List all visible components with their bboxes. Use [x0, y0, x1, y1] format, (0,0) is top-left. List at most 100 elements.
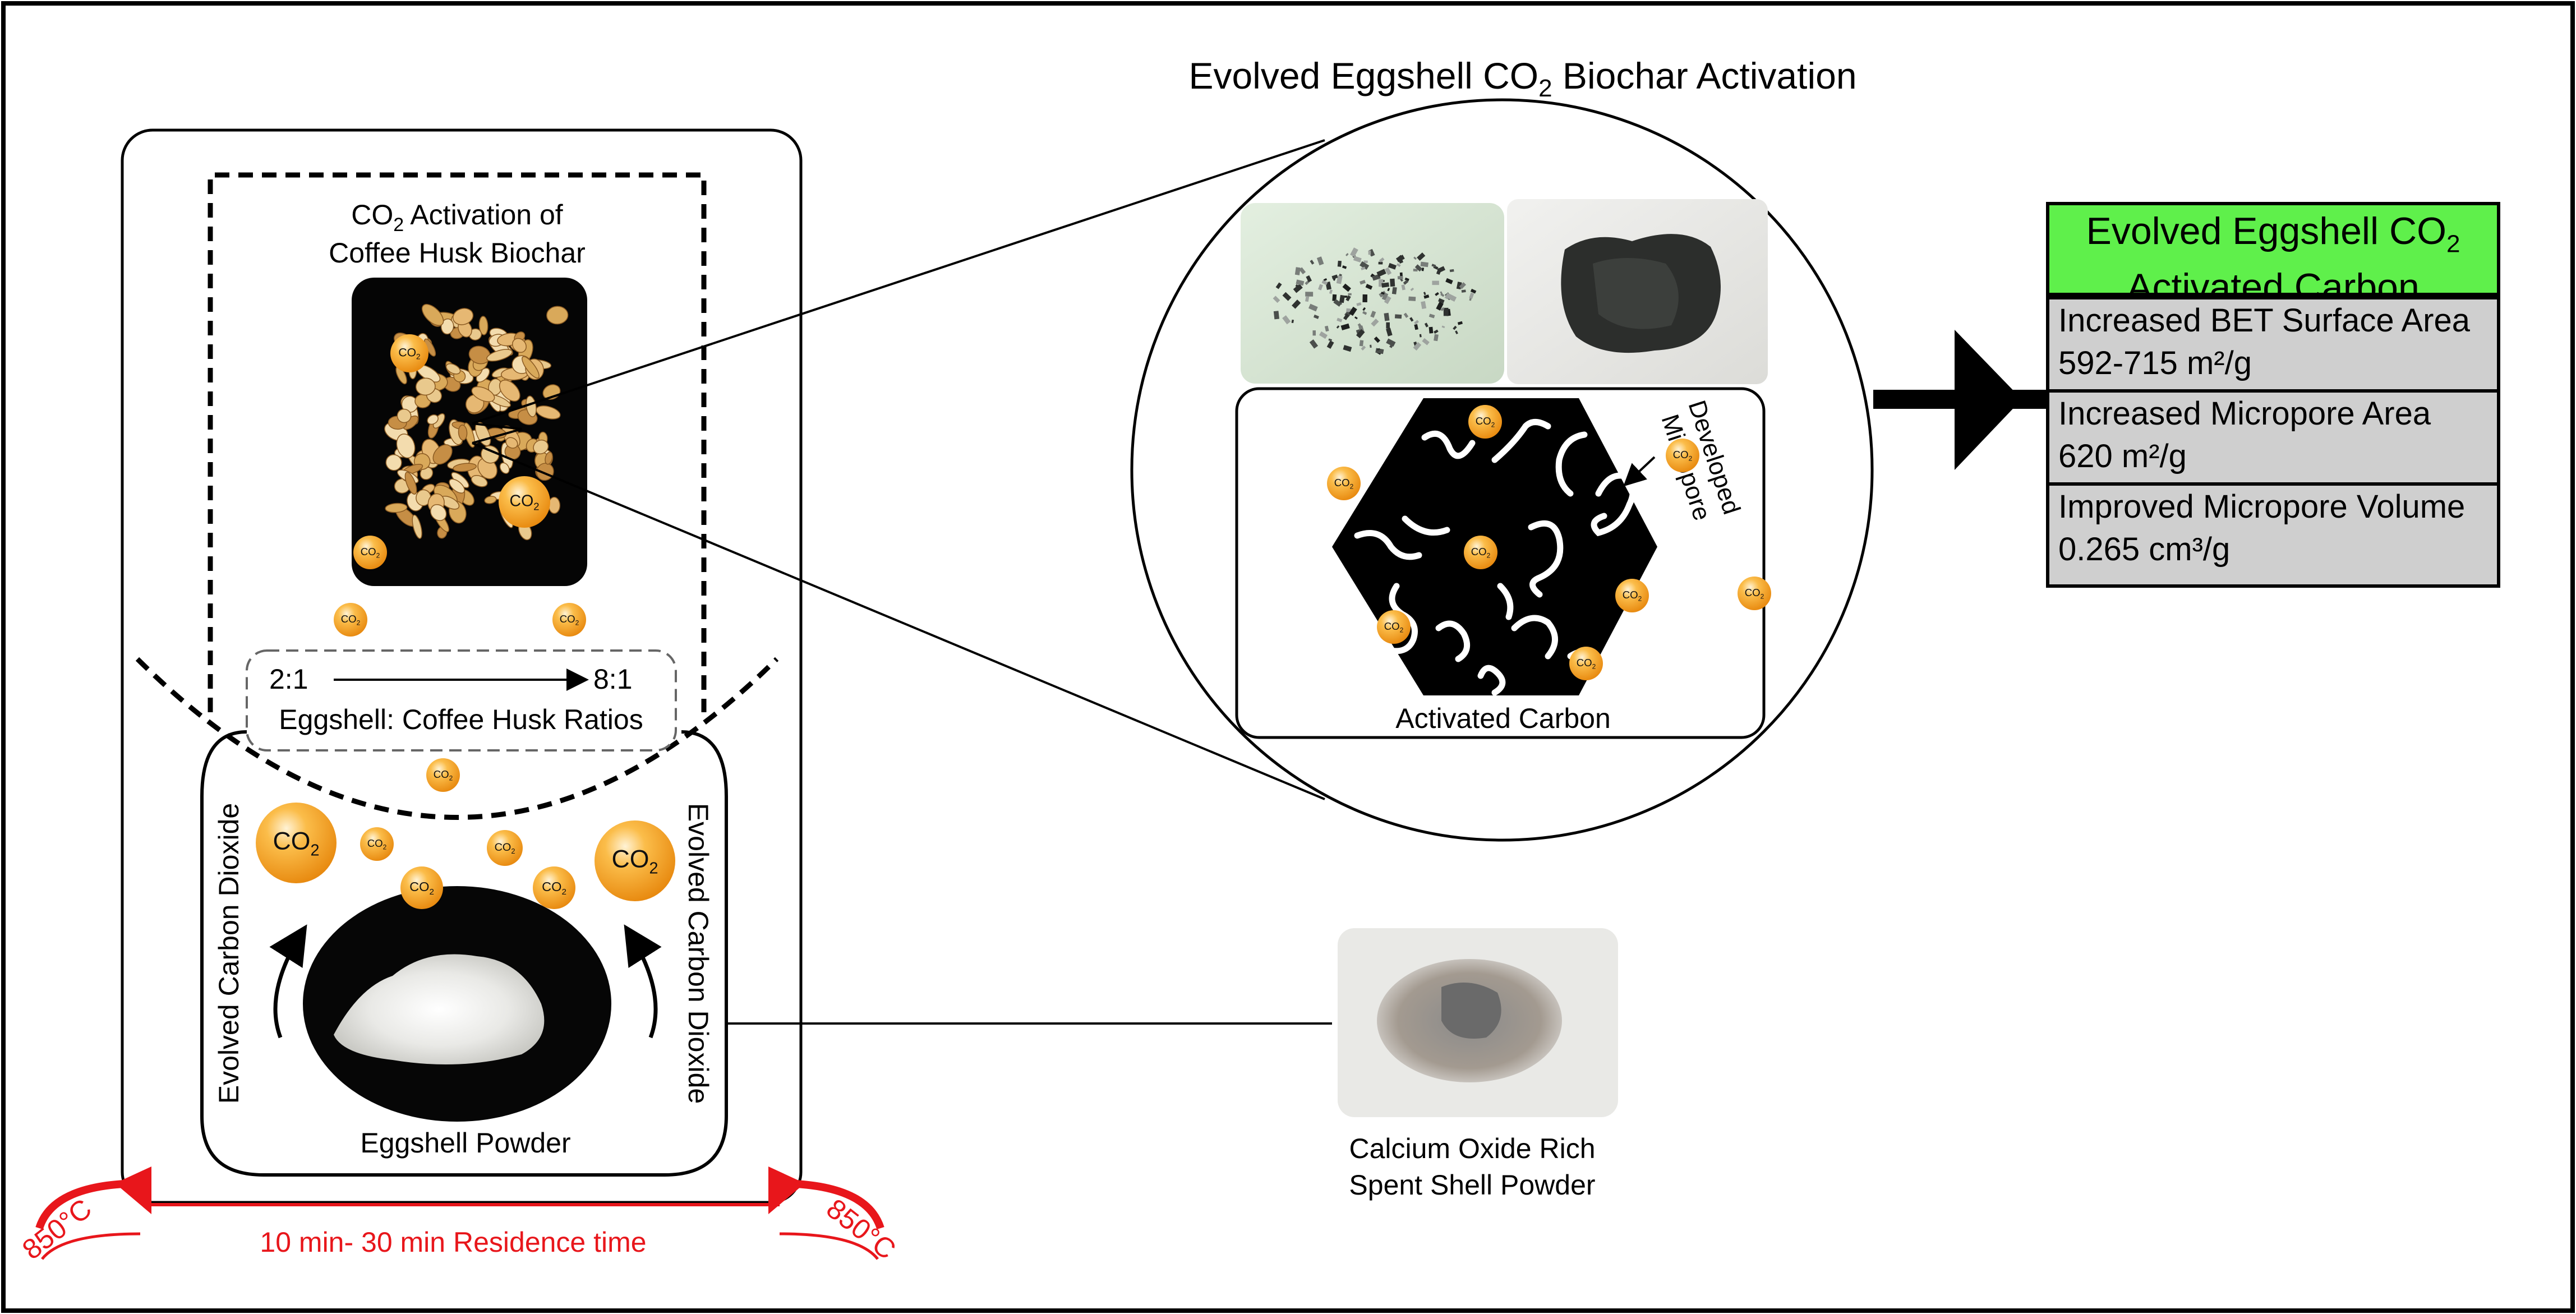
- result-row-label: Improved Micropore Volume: [2058, 488, 2466, 525]
- activation-label-sub: 2: [393, 214, 404, 236]
- co2-bubble: CO2: [390, 334, 428, 372]
- activation-dashed-box: [208, 172, 707, 712]
- main-title-sub: 2: [1538, 75, 1552, 102]
- micropore-channel: [1511, 615, 1558, 660]
- co2-bubble: CO2: [1468, 405, 1502, 439]
- micropore-channel: [1491, 419, 1551, 463]
- co2-bubble-label: CO2: [398, 346, 420, 361]
- co2-bubble: CO2: [1377, 610, 1411, 644]
- micropore-channel: [1421, 430, 1476, 459]
- co2-bubble: CO2: [426, 758, 460, 792]
- micropore-channel: [1435, 620, 1471, 662]
- co2-bubble-label: CO2: [1471, 546, 1491, 560]
- co2-bubble-label: CO2: [367, 837, 387, 851]
- biochar-flakes: [1273, 247, 1477, 355]
- activation-dashed-arc: [135, 657, 779, 820]
- eggshell-powder-label: Eggshell Powder: [360, 1127, 570, 1159]
- micropore-channel: [1497, 583, 1514, 620]
- micropore-channel: [1354, 664, 1389, 682]
- result-header-pre: Evolved Eggshell CO: [2086, 210, 2447, 252]
- co2-bubble-label: CO2: [1745, 587, 1764, 601]
- result-row-value: 0.265 cm³/g: [2058, 531, 2231, 568]
- right-side-label: Evolved Carbon Dioxide: [683, 803, 714, 1104]
- co2-bubble-label: CO2: [495, 841, 515, 855]
- co2-bubble: CO2: [595, 820, 675, 901]
- activation-label-pre: CO: [351, 199, 393, 230]
- reactor-outline: [121, 128, 803, 1204]
- ratio-start: 2:1: [269, 663, 308, 695]
- co2-bubble-label: CO2: [273, 828, 320, 860]
- spent-powder-photo: [1338, 928, 1618, 1117]
- activation-label-line1: CO2 Activation of: [351, 199, 563, 236]
- heat-arrowhead-left: [115, 1167, 151, 1214]
- co2-bubble: CO2: [1569, 647, 1603, 680]
- co2-bubble: CO2: [1738, 577, 1771, 610]
- spent-label-line2: Spent Shell Powder: [1349, 1169, 1595, 1201]
- co2-bubble-label: CO2: [361, 546, 380, 560]
- micropore-channel: [1591, 472, 1636, 537]
- micropore-channel: [1402, 515, 1450, 536]
- result-arrow: [1873, 330, 2053, 470]
- co2-bubble-label: CO2: [1577, 657, 1596, 671]
- co2-bubble-label: CO2: [560, 613, 579, 627]
- co2-bubble-label: CO2: [1334, 477, 1354, 491]
- left-side-label: Evolved Carbon Dioxide: [213, 803, 245, 1104]
- micropore-pointer: [1623, 456, 1656, 487]
- result-header-line1: Evolved Eggshell CO2: [2049, 210, 2497, 266]
- co2-bubble: CO2: [1615, 579, 1649, 612]
- co2-bubble: CO2: [353, 536, 387, 569]
- co2-bubble: CO2: [1666, 439, 1699, 472]
- heat-curve-right: [779, 1232, 879, 1260]
- co2-bubble: CO2: [1327, 467, 1361, 500]
- residence-label: 10 min- 30 min Residence time: [260, 1227, 646, 1258]
- ratio-end: 8:1: [593, 663, 633, 695]
- reactor-panel: CO2 Activation of Coffee Husk Biochar 2:…: [16, 128, 902, 1266]
- micropore-channel: [1388, 583, 1418, 654]
- ratio-caption: Eggshell: Coffee Husk Ratios: [279, 704, 643, 735]
- result-header: Evolved Eggshell CO2 Activated Carbon: [2046, 202, 2500, 308]
- co2-bubble: CO2: [1464, 536, 1497, 569]
- heat-curve-left: [41, 1232, 141, 1260]
- co2-bubble: CO2: [400, 866, 443, 909]
- co2-bubble-label: CO2: [434, 768, 453, 782]
- micropore-channel: [1354, 530, 1422, 560]
- husk-flakes: [384, 303, 569, 541]
- result-row-label: Increased Micropore Area: [2058, 395, 2431, 432]
- activation-label-post: Activation of: [404, 199, 563, 230]
- co2-bubble-label: CO2: [1476, 415, 1495, 429]
- main-title: Evolved Eggshell CO2 Biochar Activation: [1188, 55, 1856, 102]
- micropore-squiggles: [1354, 419, 1648, 696]
- co2-bubble-label: CO2: [409, 879, 434, 897]
- result-header-sub: 2: [2446, 230, 2460, 258]
- micropore-channel: [1477, 665, 1506, 696]
- carbon-label: Activated Carbon: [1395, 703, 1611, 734]
- zoom-circle: Activated Carbon Developed Micropore: [1130, 98, 1874, 842]
- result-row-micropore-volume: Improved Micropore Volume 0.265 cm³/g: [2046, 482, 2500, 588]
- result-row-label: Increased BET Surface Area: [2058, 302, 2471, 339]
- spent-label-line1: Calcium Oxide Rich: [1349, 1133, 1595, 1164]
- main-title-pre: Evolved Eggshell CO: [1188, 55, 1538, 96]
- result-row-bet: Increased BET Surface Area 592-715 m²/g: [2046, 296, 2500, 393]
- co2-bubble-label: CO2: [612, 846, 658, 878]
- co2-bubble-label: CO2: [1384, 620, 1404, 634]
- zoom-connector-bottom: [472, 442, 1325, 800]
- co2-bubble: CO2: [533, 866, 575, 909]
- coffee-husk-photo: [352, 278, 587, 586]
- co2-bubble: CO2: [334, 603, 367, 637]
- co2-bubble: CO2: [552, 603, 586, 637]
- result-row-value: 592-715 m²/g: [2058, 345, 2252, 381]
- co2-bubble: CO2: [487, 830, 523, 866]
- activation-label-line2: Coffee Husk Biochar: [329, 237, 586, 269]
- result-row-value: 620 m²/g: [2058, 438, 2187, 474]
- co2-bubble-label: CO2: [1673, 449, 1693, 463]
- co2-bubble-label: CO2: [341, 613, 361, 627]
- activated-powder-photo: [1507, 199, 1768, 384]
- co2-bubble: CO2: [360, 827, 394, 861]
- micropore-channel: [1555, 431, 1588, 497]
- main-title-post: Biochar Activation: [1552, 55, 1857, 96]
- biochar-photo: [1241, 203, 1504, 384]
- micropore-channel: [1618, 624, 1648, 668]
